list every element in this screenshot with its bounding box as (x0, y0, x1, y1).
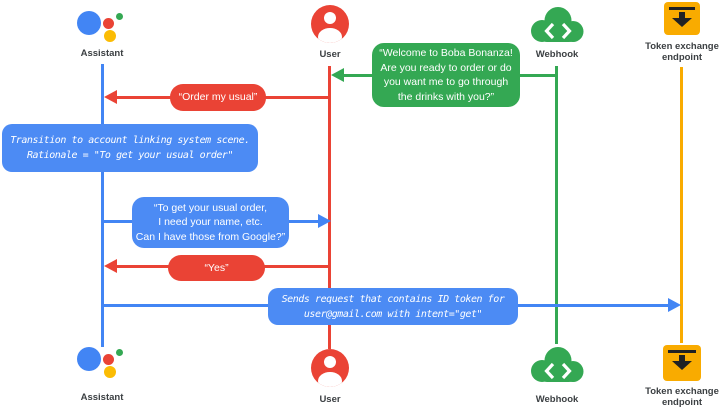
token-icon-arrow-stem (679, 12, 685, 19)
assistant-logo-yellow-circle (104, 30, 116, 42)
yes-arrowhead-icon (104, 259, 117, 273)
user-icon-body (318, 28, 342, 43)
token-endpoint-label-bottom: Token exchange endpoint (638, 386, 725, 408)
token-endpoint-label-line1: Token exchange (645, 386, 719, 397)
token-icon-arrow-head (672, 18, 692, 27)
user-icon-head (324, 12, 336, 24)
assistant-logo-blue-circle (77, 347, 101, 371)
need-info-arrowhead-icon (318, 214, 331, 228)
webhook-label-bottom: Webhook (535, 394, 579, 405)
welcome-arrowhead-icon (331, 68, 344, 82)
welcome-speech-bubble: “Welcome to Boba Bonanza! Are you ready … (372, 43, 520, 107)
assistant-label-bottom: Assistant (80, 392, 124, 403)
token-icon-arrow-head (672, 361, 692, 370)
user-label-bottom: User (319, 394, 341, 405)
need-info-line-3: Can I have those from Google?” (135, 230, 286, 243)
token-endpoint-label-line2: endpoint (661, 51, 703, 63)
assistant-logo-icon (76, 10, 124, 44)
sends-request-arrowhead-icon (668, 298, 681, 312)
welcome-line-1: “Welcome to Boba Bonanza! (379, 47, 513, 59)
assistant-logo-red-circle (103, 354, 114, 365)
token-endpoint-label-line1: Token exchange (645, 41, 719, 52)
token-endpoint-icon-bottom (663, 345, 701, 381)
token-endpoint-icon (664, 2, 700, 35)
need-info-line-1: “To get your usual order, (153, 201, 268, 214)
order-usual-arrowhead-icon (104, 90, 117, 104)
welcome-line-2: Are you ready to order or do (380, 61, 512, 74)
user-icon-bottom (311, 349, 349, 387)
user-icon (311, 5, 349, 43)
sends-request-line-1: Sends request that contains ID token for (281, 293, 505, 305)
user-icon-body (318, 372, 342, 387)
need-info-line-2: I need your name, etc. (158, 216, 263, 229)
assistant-logo-red-circle (103, 18, 114, 29)
yes-speech-bubble: “Yes” (168, 255, 265, 281)
welcome-line-4: the drinks with you?” (397, 90, 495, 103)
user-icon-head (324, 356, 336, 368)
user-label-top: User (319, 49, 341, 60)
assistant-logo-green-circle (116, 349, 123, 356)
transition-note-line-1: Transition to account linking system sce… (10, 135, 250, 146)
token-icon-bar (668, 350, 696, 353)
order-usual-speech-bubble: “Order my usual” (170, 84, 266, 111)
assistant-logo-green-circle (116, 13, 123, 20)
transition-note-box: Transition to account linking system sce… (2, 124, 258, 172)
token-endpoint-label-top: Token exchange endpoint (638, 41, 725, 63)
user-lifeline (328, 66, 331, 349)
token-icon-arrow-stem (679, 355, 685, 362)
assistant-logo-yellow-circle (104, 366, 116, 378)
assistant-logo-blue-circle (77, 11, 101, 35)
need-info-speech-bubble: “To get your usual order, I need your na… (132, 197, 289, 248)
webhook-label-top: Webhook (535, 49, 579, 60)
token-endpoint-lifeline (680, 67, 683, 343)
sends-request-line-2: user@gmail.com with intent="get" (303, 308, 483, 320)
assistant-label-top: Assistant (80, 48, 124, 59)
webhook-cloud-icon (531, 7, 584, 42)
assistant-lifeline (101, 64, 104, 347)
sends-request-note-box: Sends request that contains ID token for… (268, 288, 518, 325)
welcome-line-3: you want me to go through (383, 76, 509, 88)
transition-note-line-2: Rationale = "To get your usual order" (26, 150, 234, 161)
token-icon-bar (669, 7, 695, 10)
token-endpoint-label-line2: endpoint (661, 396, 703, 408)
webhook-cloud-icon-bottom (531, 347, 584, 382)
webhook-lifeline (555, 66, 558, 344)
assistant-logo-icon-bottom (76, 346, 124, 380)
